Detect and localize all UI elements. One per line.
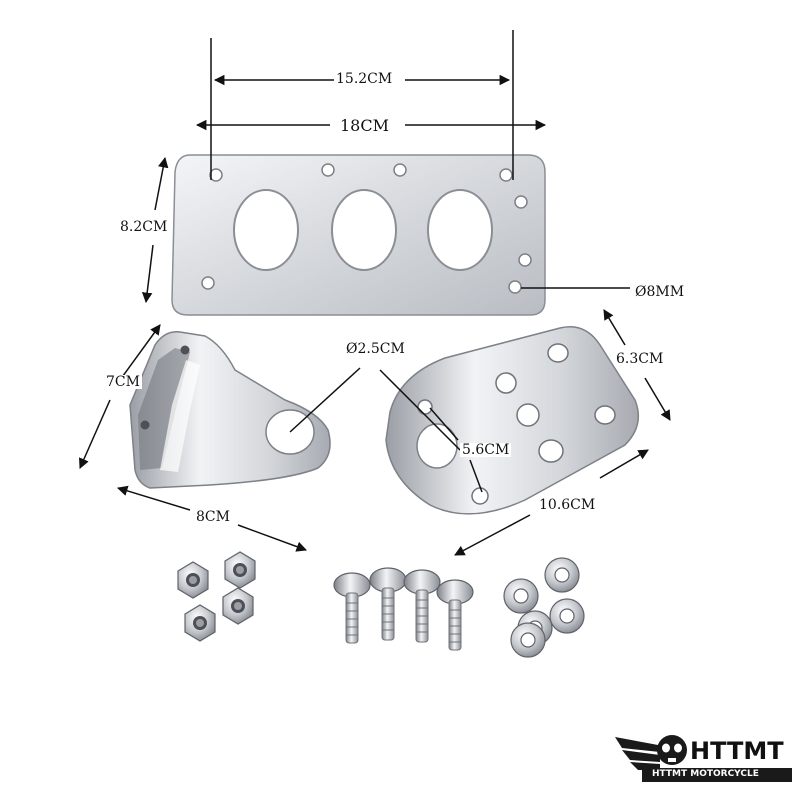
washer: [503, 578, 539, 614]
washer: [510, 622, 546, 658]
left-bracket: [129, 331, 331, 489]
right-bracket-length-label: 10.6CM: [537, 497, 598, 513]
left-bracket-height-label: 7CM: [104, 374, 142, 390]
plate-hole-spacing-label: 15.2CM: [334, 71, 395, 87]
skull-icon: [657, 735, 687, 765]
nut: [222, 587, 254, 625]
brand-logo: [615, 735, 792, 782]
left-bracket-width-label: 8CM: [194, 509, 232, 525]
logo-wings: [615, 737, 660, 770]
hole-diameter-label: Ø8MM: [633, 284, 687, 300]
brand-tagline: HTTMT MOTORCYCLE: [652, 769, 759, 779]
washers: [503, 557, 585, 658]
nut: [224, 551, 256, 589]
plate-height-label: 8.2CM: [118, 219, 170, 235]
nuts: [177, 551, 256, 642]
brand-name: HTTMT: [690, 737, 784, 765]
bolt: [369, 567, 407, 641]
nut: [184, 604, 216, 642]
right-bracket-height-label: 6.3CM: [614, 351, 666, 367]
washer: [544, 557, 580, 593]
washer: [549, 598, 585, 634]
nut: [177, 561, 209, 599]
right-bracket-hole-spacing-label: 5.6CM: [460, 442, 512, 458]
bolt: [436, 579, 474, 651]
bolts: [333, 567, 474, 651]
bolt: [333, 572, 371, 644]
bolt-hole-diameter-label: Ø2.5CM: [344, 341, 407, 357]
right-bracket: [385, 326, 640, 515]
dimension-lines: [79, 30, 671, 556]
bolt: [403, 569, 441, 643]
plate-width-label: 18CM: [338, 116, 391, 135]
license-plate: [171, 154, 546, 316]
